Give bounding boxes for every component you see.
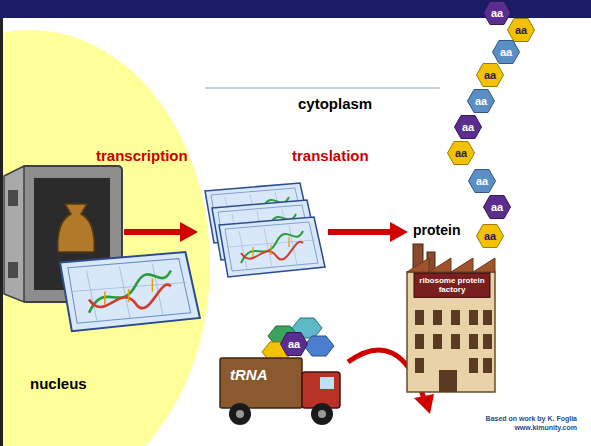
node-text: aa: [515, 25, 527, 36]
node-text: aa: [491, 8, 503, 19]
amino-acid: aa: [507, 18, 535, 42]
hexagon: [484, 2, 511, 25]
amino-acid: aa: [447, 141, 475, 165]
node-text: aa: [484, 231, 496, 242]
node-text: aa: [484, 70, 496, 81]
truck-outline: [218, 352, 344, 428]
amino-acid: aa: [454, 115, 482, 139]
hexagon: [484, 196, 511, 219]
hexagon: [469, 170, 496, 193]
nucleus-region: nucleus: [0, 30, 210, 446]
amino-acid: aa: [476, 63, 504, 87]
factory-building: [407, 272, 495, 392]
factory-sign: [414, 273, 490, 297]
nucleus-fill: [0, 30, 210, 446]
amino-acid: aa: [483, 195, 511, 219]
truck-box: [220, 358, 302, 408]
amino-acid: aa: [483, 1, 511, 25]
node-text: aa: [462, 122, 474, 133]
translation-arrow: [328, 222, 408, 242]
hexagon: [455, 116, 482, 139]
node-text: aa: [491, 202, 503, 213]
mrna-blueprints: [205, 183, 325, 277]
trna-truck: tRNA: [218, 352, 344, 428]
ribosome-factory: ribosome protein factory: [393, 244, 497, 394]
hexagon: [468, 90, 495, 113]
cargo-pile: [262, 318, 334, 362]
hexagon: [477, 64, 504, 87]
node-text: nucleus: [30, 375, 87, 392]
hexagon: [448, 142, 475, 165]
amino-acid: aa: [468, 169, 496, 193]
amino-acid: aa: [467, 89, 495, 113]
node-text: ribosome protein factory: [417, 276, 487, 294]
credit-note: Based on work by K. Foglia: [486, 415, 577, 423]
product-label: protein: [413, 223, 460, 238]
factory-outline: [393, 244, 497, 394]
amino-acid: aa: [492, 40, 520, 64]
node-text: aa: [455, 148, 467, 159]
node-text: tRNA: [230, 366, 268, 383]
amino-acid: aa: [280, 332, 308, 356]
node-text: aa: [475, 96, 487, 107]
process-label: translation: [292, 148, 369, 165]
dna-blueprint: [60, 252, 200, 331]
credit-note: www.kimunity.com: [514, 424, 577, 432]
frame-edge: [0, 18, 3, 446]
amino-acid: aa: [476, 224, 504, 248]
hexagon: [493, 41, 520, 64]
node-text: aa: [500, 47, 512, 58]
hexagon: [508, 19, 535, 42]
hexagon: [281, 333, 308, 356]
rule-line: [205, 88, 440, 89]
region-label: cytoplasm: [298, 96, 372, 113]
process-label: transcription: [96, 148, 188, 165]
node-text: aa: [476, 176, 488, 187]
node-text: aa: [288, 339, 300, 350]
hexagon: [477, 225, 504, 248]
